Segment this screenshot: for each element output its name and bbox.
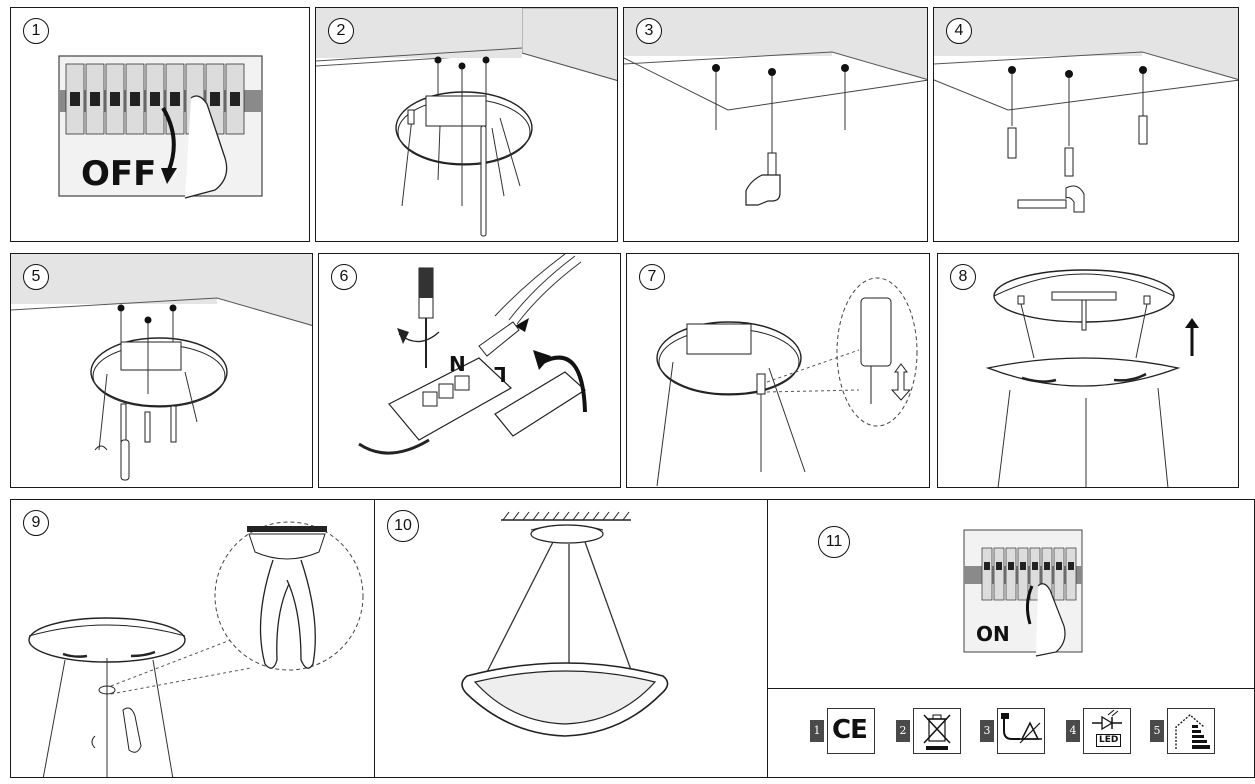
plug-warning-icon (997, 708, 1045, 754)
step-3-panel: 3 (623, 7, 928, 242)
step-number: 9 (23, 510, 49, 536)
wire-connection-illustration (358, 254, 587, 455)
breaker-off-illustration (58, 55, 263, 199)
step-number: 6 (331, 264, 357, 290)
step-9-panel: 9 (10, 499, 375, 778)
symbol-index: 2 (896, 720, 910, 742)
step-number: 5 (23, 264, 49, 290)
crossed-bin-icon (913, 708, 961, 754)
step-10-panel: 10 (374, 499, 768, 778)
step-number: 8 (950, 264, 976, 290)
symbol-index: 3 (980, 720, 994, 742)
led-diode-icon: LED (1083, 708, 1131, 754)
step-number: 7 (639, 264, 665, 290)
drill-holes-illustration (624, 8, 927, 206)
insert-anchors-illustration (934, 8, 1238, 213)
step-8-panel: 8 (937, 253, 1239, 488)
step-11-panel: 11 ON (767, 499, 1255, 689)
step-number: 1 (23, 18, 49, 44)
finished-lamp-illustration (461, 511, 669, 737)
adjust-cables-illustration (28, 521, 364, 777)
step-number: 2 (328, 18, 354, 44)
step-number: 11 (818, 526, 850, 558)
step-number: 4 (946, 18, 972, 44)
fix-bracket-illustration (11, 254, 312, 481)
step-number: 10 (387, 510, 419, 542)
symbol-index: 1 (810, 720, 824, 742)
neutral-label: N (449, 352, 466, 376)
symbol-index: 4 (1066, 720, 1080, 742)
step-5-panel: 5 (10, 253, 313, 488)
step-7-panel: 7 (626, 253, 930, 488)
live-label: L (494, 362, 507, 386)
attach-canopy-illustration (656, 277, 918, 487)
ce-mark-icon: CE (827, 708, 875, 754)
step-6-panel: 6 N L (318, 253, 621, 488)
ce-text: CE (832, 715, 868, 745)
led-text: LED (1096, 734, 1122, 747)
breaker-on-illustration (963, 529, 1083, 657)
mark-holes-illustration (316, 8, 617, 237)
symbol-index: 5 (1150, 720, 1164, 742)
off-caption: OFF (81, 154, 157, 194)
step-2-panel: 2 (315, 7, 618, 242)
energy-house-icon (1167, 708, 1215, 754)
step-4-panel: 4 (933, 7, 1239, 242)
hang-lamp-illustration (985, 269, 1199, 487)
step-number: 3 (636, 18, 662, 44)
step-1-panel: 1 OFF (10, 7, 310, 242)
on-caption: ON (976, 622, 1010, 646)
